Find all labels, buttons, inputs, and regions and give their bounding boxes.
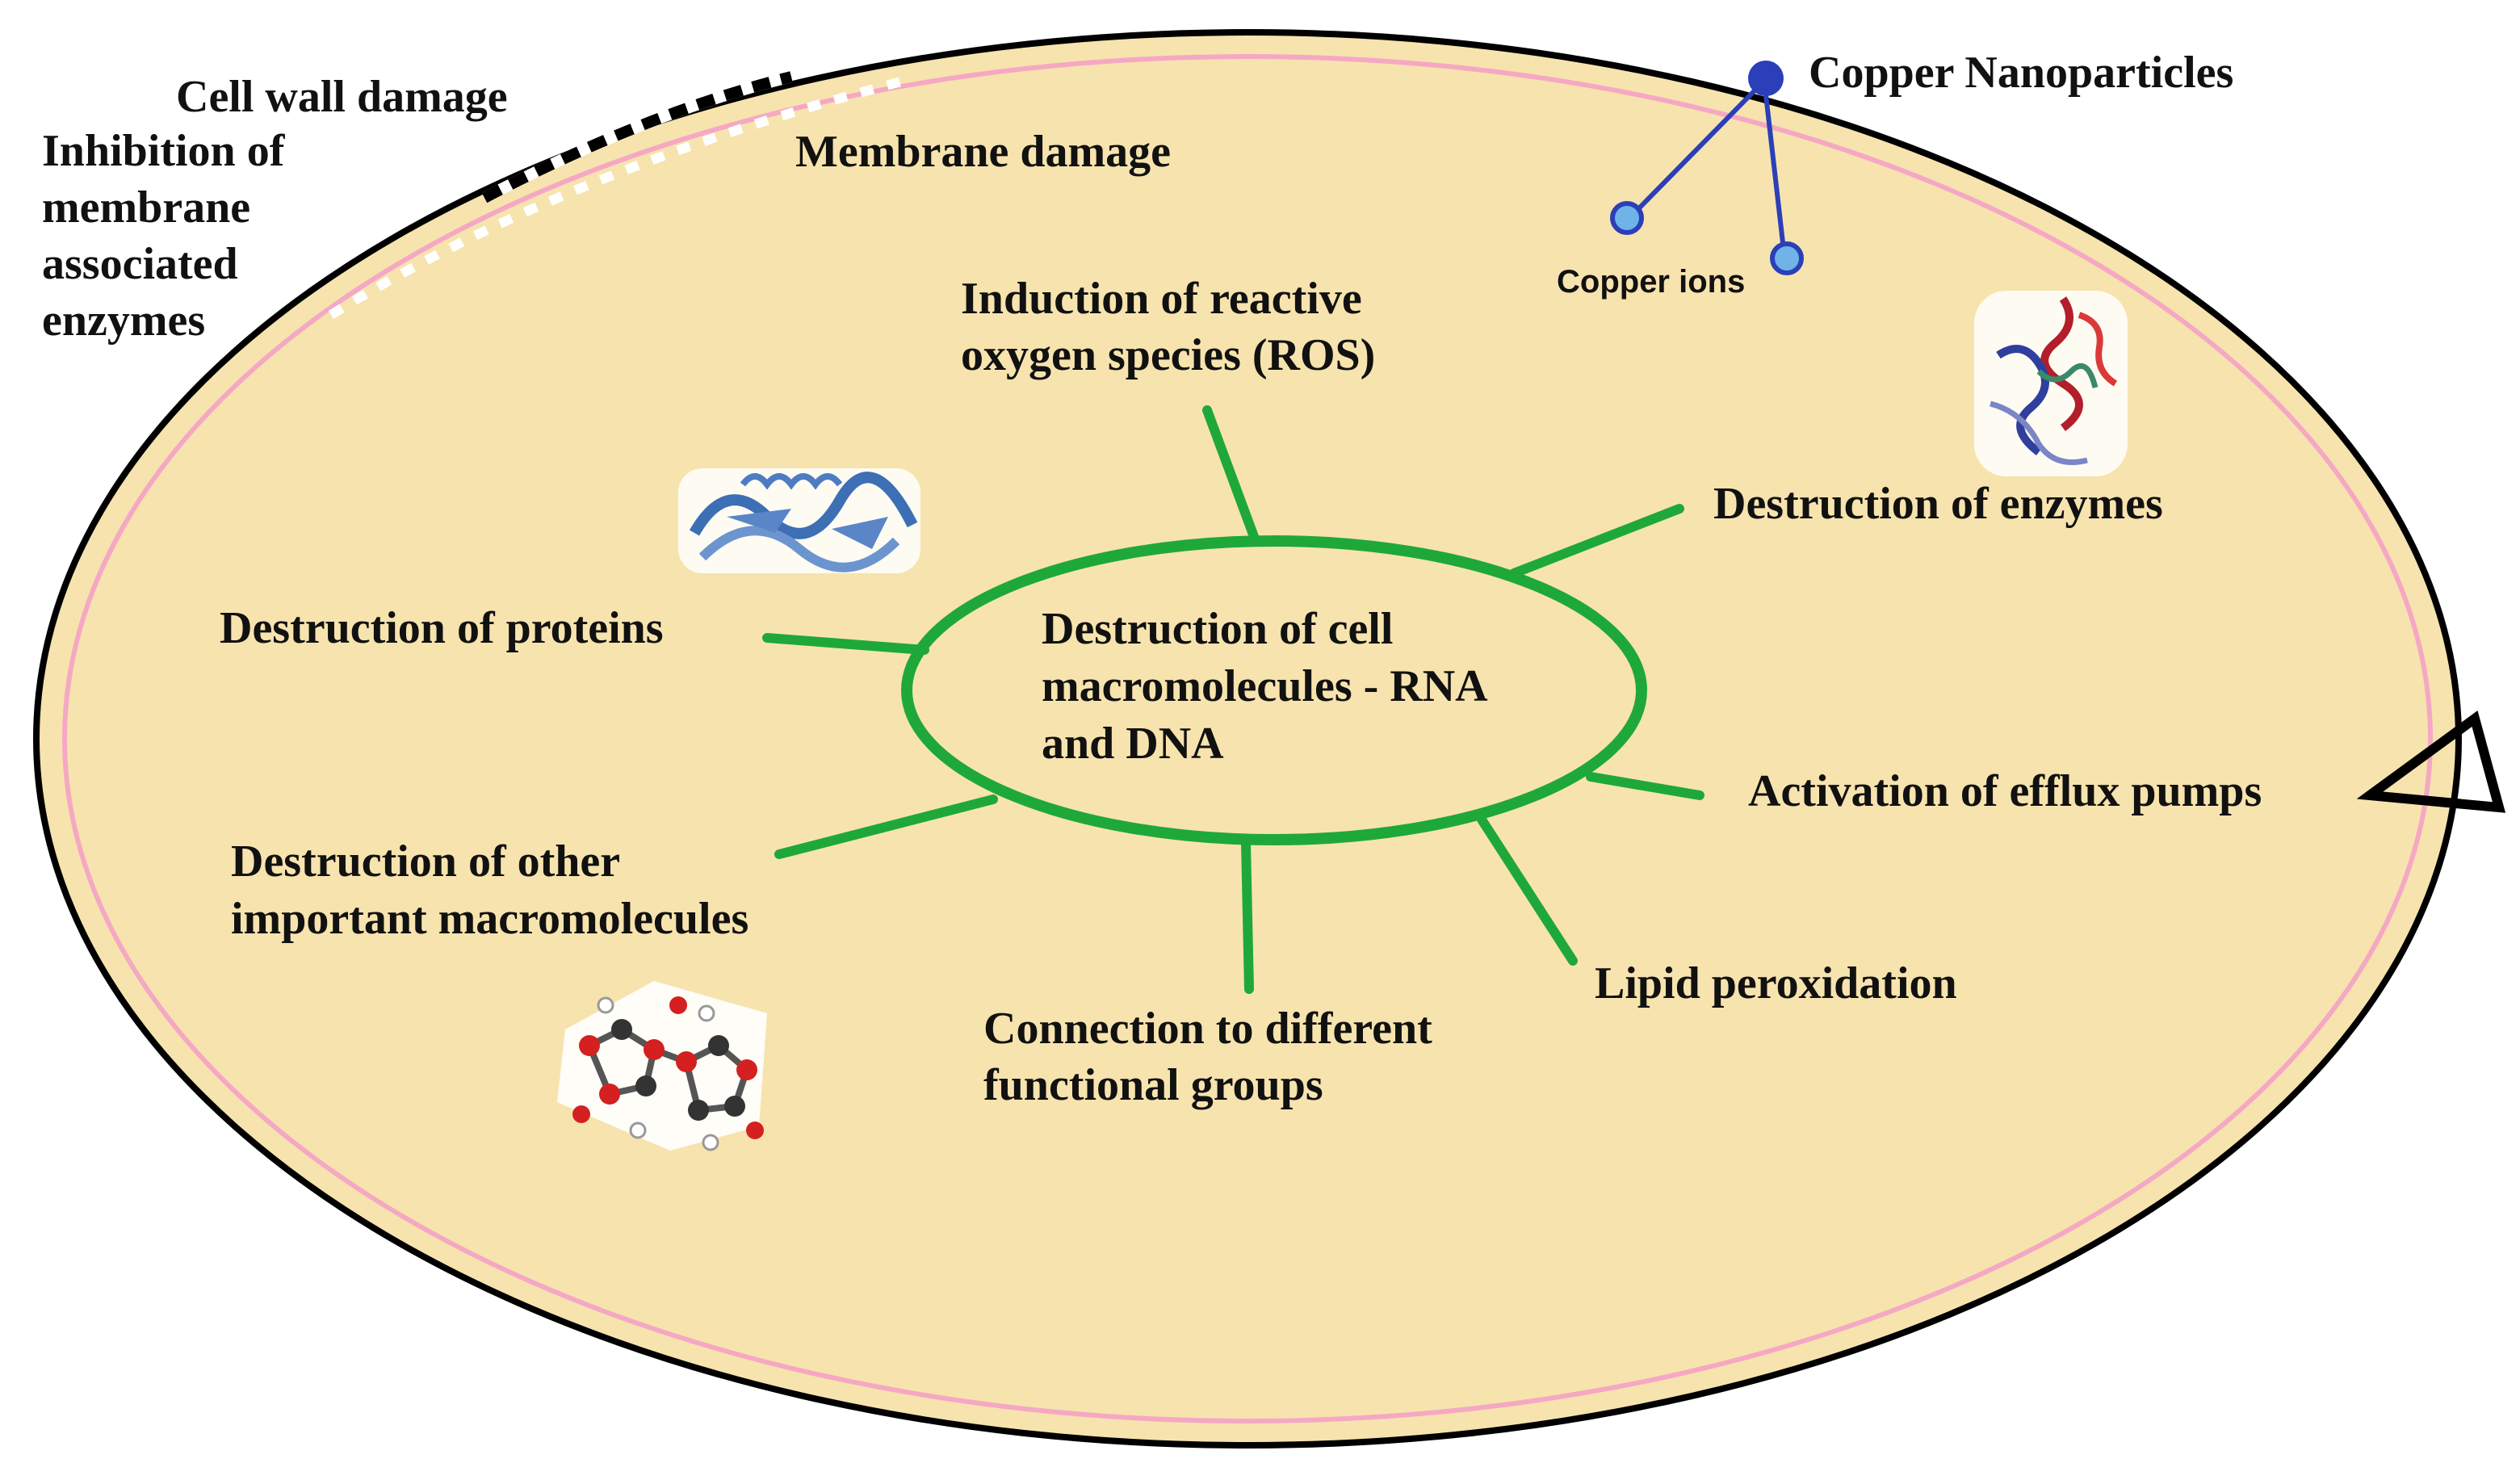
label-center-line-2: macromolecules - RNA — [1042, 661, 1488, 711]
copper-ion-icon — [1610, 201, 1644, 235]
spoke-lipid — [1477, 815, 1578, 966]
label-ros-line-1: Induction of reactive — [961, 274, 1362, 324]
label-copper-nanoparticles: Copper Nanoparticles — [1809, 48, 2233, 98]
label-inhibition-line-2: membrane — [42, 182, 250, 233]
label-copper-ions: Copper ions — [1557, 264, 1745, 300]
macromolecule-ring — [901, 535, 1647, 845]
label-functional-line-2: functional groups — [983, 1060, 1323, 1110]
label-lipid: Lipid peroxidation — [1595, 958, 1957, 1008]
spoke-ros — [1202, 405, 1260, 546]
efflux-pump-triangle-icon — [2356, 711, 2506, 813]
spoke-functional — [1241, 839, 1254, 994]
spoke-efflux — [1586, 772, 1704, 800]
spoke-proteins — [762, 633, 929, 655]
label-center-line-3: and DNA — [1042, 719, 1224, 769]
label-efflux: Activation of efflux pumps — [1748, 766, 2262, 816]
label-functional-line-1: Connection to different — [983, 1004, 1432, 1054]
label-center-line-1: Destruction of cell — [1042, 604, 1393, 654]
cell-membrane — [62, 54, 2433, 1423]
copper-nanoparticle-group — [1610, 61, 1804, 275]
label-ros-line-2: oxygen species (ROS) — [961, 330, 1375, 380]
label-inhibition-line-3: associated — [42, 239, 238, 289]
spokes — [762, 405, 1704, 994]
cell-cytoplasm — [33, 29, 2462, 1449]
label-other-line-1: Destruction of other — [231, 836, 620, 887]
damaged-wall-segment — [481, 71, 793, 203]
label-inhibition-line-1: Inhibition of — [42, 126, 286, 176]
label-proteins: Destruction of proteins — [220, 603, 664, 653]
copper-nanoparticle-icon — [1748, 61, 1784, 96]
spoke-other — [774, 795, 998, 859]
label-other-line-2: important macromolecules — [231, 894, 748, 944]
enzyme-structure-icon — [1974, 291, 2128, 476]
label-cell-wall-damage: Cell wall damage — [176, 72, 508, 122]
damaged-membrane-segment — [328, 76, 906, 320]
ball-stick-molecule-icon — [557, 981, 767, 1151]
ion-connector — [1762, 80, 1787, 258]
copper-ion-icon — [1770, 241, 1804, 275]
spoke-enzymes — [1509, 504, 1684, 578]
label-inhibition-line-4: enzymes — [42, 296, 205, 346]
label-membrane-damage: Membrane damage — [795, 127, 1171, 177]
label-enzymes: Destruction of enzymes — [1713, 479, 2163, 529]
ion-connector — [1629, 78, 1767, 219]
protein-ribbon-icon — [678, 468, 920, 573]
